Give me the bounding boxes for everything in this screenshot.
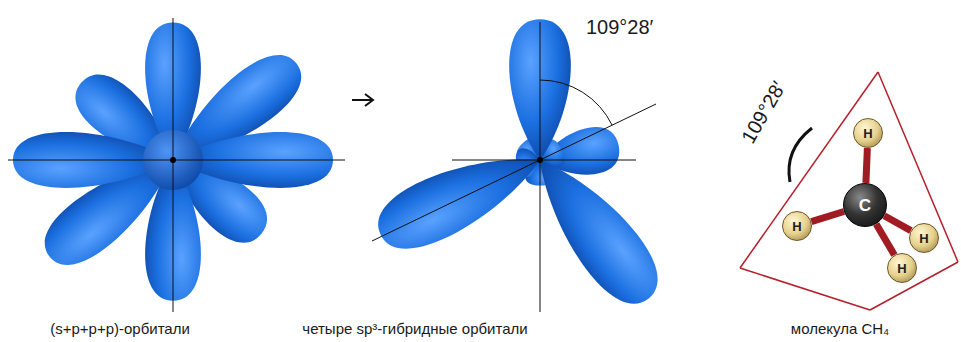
nucleus-dot: [537, 157, 543, 163]
atom-symbol: C: [859, 197, 871, 214]
atom-symbol: H: [792, 220, 801, 233]
caption: молекула CH₄: [791, 320, 889, 337]
chemical-bond: [866, 148, 867, 183]
angle-label: 109°28′: [586, 16, 653, 39]
atom-symbol: H: [863, 127, 872, 140]
chemical-bond: [876, 224, 894, 255]
hydrogen-atom: H: [782, 211, 812, 241]
hydrogen-atom: H: [887, 253, 917, 283]
hydrogen-atom: H: [853, 118, 883, 148]
axes: [372, 22, 656, 312]
nucleus-dot: [170, 157, 176, 163]
sp3-orbitals: [367, 19, 672, 317]
hydrogen-atom: H: [909, 223, 939, 253]
chemical-bond: [884, 216, 911, 231]
axes: [8, 18, 345, 312]
angle-label: 109°28′: [737, 77, 791, 147]
chemical-bond: [811, 211, 844, 221]
transition-arrow: [352, 94, 373, 106]
caption: четыре sp³-гибридные орбитали: [302, 320, 527, 337]
caption: (s+p+p+p)-орбитали: [50, 320, 190, 337]
carbon-atom: C: [843, 183, 887, 227]
angle-arc: [789, 128, 812, 182]
atom-symbol: H: [897, 262, 906, 275]
atom-symbol: H: [919, 232, 928, 245]
